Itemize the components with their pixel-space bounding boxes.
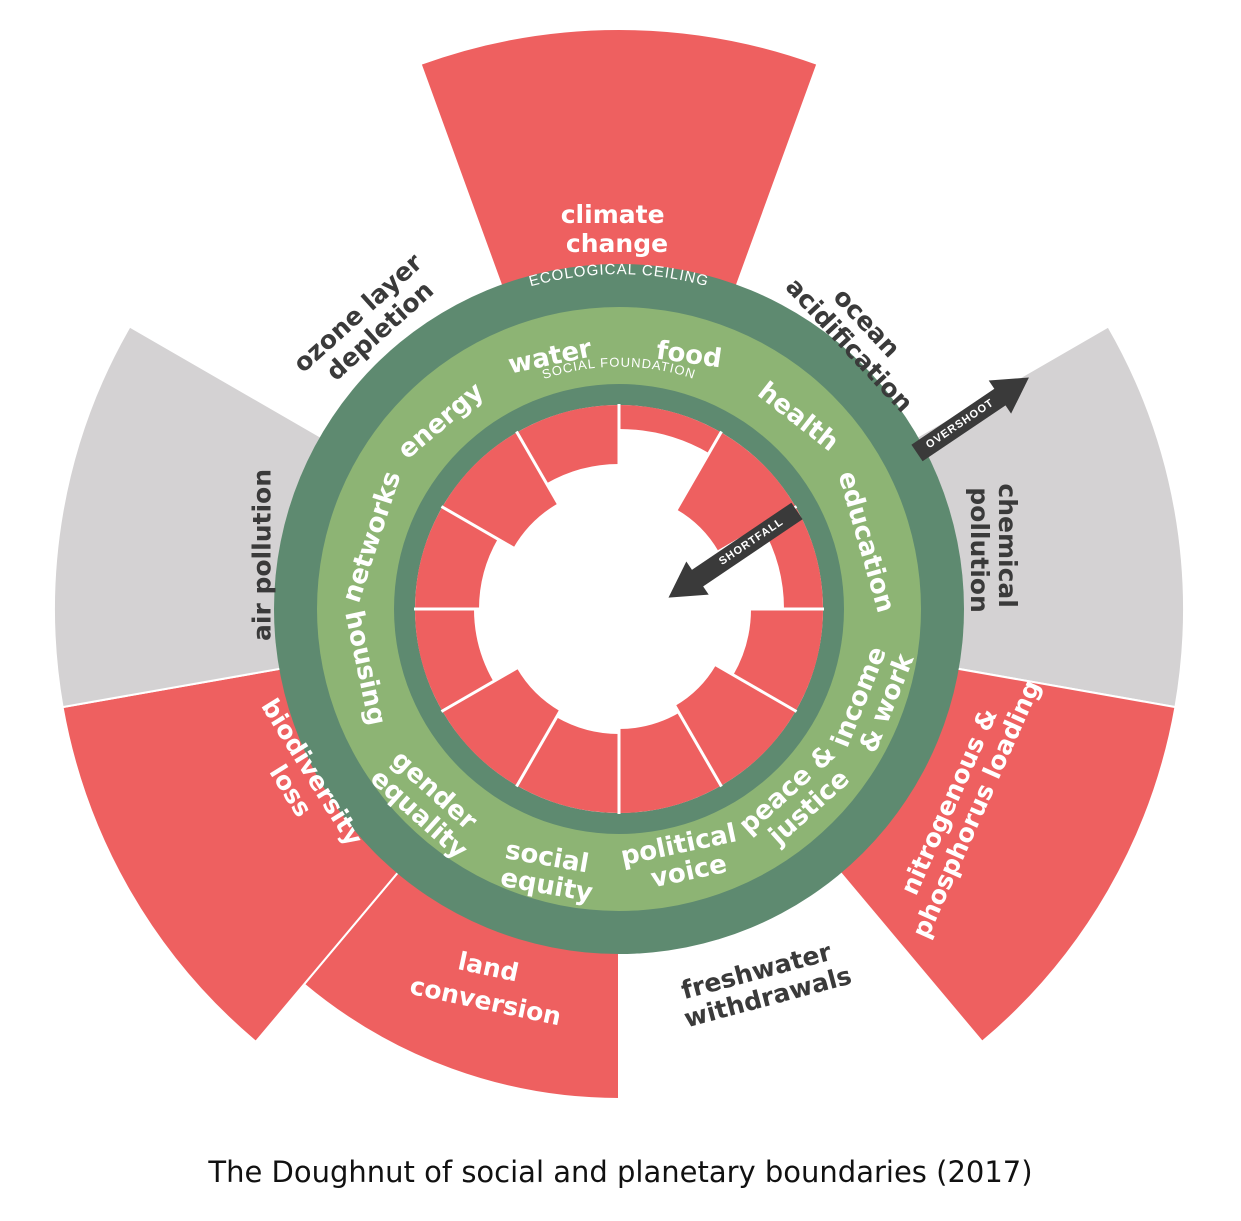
shortfall-housing [415,609,494,711]
diagram-caption: The Doughnut of social and planetary bou… [208,1155,1033,1189]
shortfall-divider [704,657,798,713]
shortfall-wedges [414,404,824,814]
shortfall-divider [667,694,723,788]
label-chemical-pollution-line2: pollution [966,487,995,613]
shortfall-political-voice [619,712,721,813]
label-air-pollution-text: air pollution [248,469,277,641]
label-freshwater-withdrawals: freshwater withdrawals [674,933,855,1033]
shortfall-energy [442,432,558,548]
shortfall-food [619,405,721,454]
shortfall-divider [515,694,571,788]
shortfall-arrow-shaft [687,502,803,590]
shortfall-divider [515,430,571,524]
shortfall-divider [440,505,534,561]
shortfall-networks [415,507,498,609]
shortfall-social-equity [517,717,619,813]
label-freshwater-withdrawals-text: freshwater withdrawals [674,933,855,1033]
label-climate-change-line1: climate [561,200,665,229]
shortfall-gender-equality [442,668,560,786]
label-chemical-pollution-line1: chemical [994,483,1023,607]
shortfall-income-work [733,609,823,711]
shortfall-arrow-head [668,561,709,598]
overshoot-arrow-shaft [911,385,1010,462]
label-chemical-pollution-text: chemical pollution [966,483,1023,616]
shortfall-divider [667,430,723,524]
label-climate-change-line2: change [566,229,668,258]
label-climate-change: climate change [561,200,674,258]
label-chemical-pollution: chemical pollution [966,483,1023,616]
shortfall-divider [440,657,534,713]
overshoot-arrow-head [988,377,1029,414]
label-air-pollution: air pollution [248,469,277,641]
shortfall-water [517,405,619,484]
